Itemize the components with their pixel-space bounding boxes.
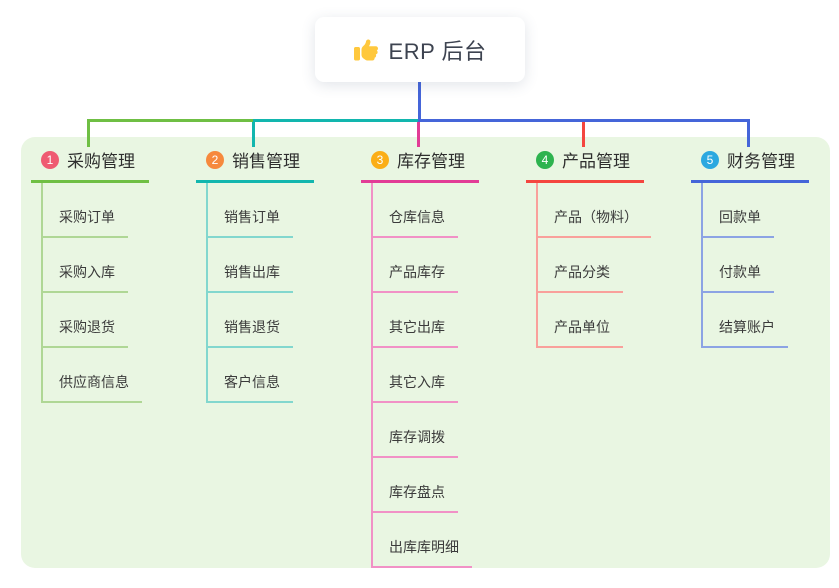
branch-title[interactable]: 2 销售管理 <box>196 147 314 183</box>
child-node[interactable]: 出库库明细 <box>373 513 472 568</box>
connector-line <box>418 82 421 121</box>
thumbs-up-icon <box>353 38 378 62</box>
branch-label: 产品管理 <box>562 152 630 171</box>
child-node[interactable]: 其它入库 <box>373 348 458 403</box>
child-node[interactable]: 结算账户 <box>703 293 788 348</box>
child-node[interactable]: 产品单位 <box>538 293 623 348</box>
connector-line <box>87 119 90 147</box>
connector-line <box>747 119 750 147</box>
branch-label: 采购管理 <box>67 152 135 171</box>
branch-children: 产品（物料）产品分类产品单位 <box>536 183 651 348</box>
branch-children: 采购订单采购入库采购退货供应商信息 <box>41 183 149 403</box>
branch-label: 库存管理 <box>397 152 465 171</box>
child-node[interactable]: 库存调拨 <box>373 403 458 458</box>
connector-line <box>252 119 255 147</box>
child-node[interactable]: 产品分类 <box>538 238 623 293</box>
child-node[interactable]: 其它出库 <box>373 293 458 348</box>
child-node[interactable]: 产品（物料） <box>538 183 651 238</box>
branch-3: 3 库存管理仓库信息产品库存其它出库其它入库库存调拨库存盘点出库库明细 <box>361 147 479 568</box>
branch-number-badge: 5 <box>701 150 719 169</box>
connector-line <box>417 119 420 147</box>
branch-children: 销售订单销售出库销售退货客户信息 <box>206 183 314 403</box>
child-node[interactable]: 付款单 <box>703 238 774 293</box>
branch-title[interactable]: 3 库存管理 <box>361 147 479 183</box>
branch-label: 财务管理 <box>727 152 795 171</box>
root-node[interactable]: ERP 后台 <box>315 17 525 82</box>
branch-1: 1 采购管理采购订单采购入库采购退货供应商信息 <box>31 147 149 403</box>
child-node[interactable]: 采购订单 <box>43 183 128 238</box>
branch-children: 回款单付款单结算账户 <box>701 183 809 348</box>
child-node[interactable]: 仓库信息 <box>373 183 458 238</box>
child-node[interactable]: 产品库存 <box>373 238 458 293</box>
child-node[interactable]: 供应商信息 <box>43 348 142 403</box>
connector-line <box>253 119 418 122</box>
child-node[interactable]: 采购入库 <box>43 238 128 293</box>
branch-number-badge: 4 <box>536 150 554 169</box>
branch-label: 销售管理 <box>232 152 300 171</box>
branch-children: 仓库信息产品库存其它出库其它入库库存调拨库存盘点出库库明细 <box>371 183 479 568</box>
child-node[interactable]: 销售出库 <box>208 238 293 293</box>
child-node[interactable]: 销售订单 <box>208 183 293 238</box>
child-node[interactable]: 销售退货 <box>208 293 293 348</box>
branch-number-badge: 1 <box>41 150 59 169</box>
branch-number-badge: 3 <box>371 150 389 169</box>
branch-title[interactable]: 4 产品管理 <box>526 147 644 183</box>
branch-title[interactable]: 5 财务管理 <box>691 147 809 183</box>
branch-4: 4 产品管理产品（物料）产品分类产品单位 <box>526 147 651 348</box>
root-title: ERP 后台 <box>388 38 487 64</box>
connector-line <box>418 119 750 122</box>
child-node[interactable]: 客户信息 <box>208 348 293 403</box>
branch-number-badge: 2 <box>206 150 224 169</box>
connector-line <box>582 119 585 147</box>
child-node[interactable]: 库存盘点 <box>373 458 458 513</box>
branches-panel <box>21 137 830 568</box>
child-node[interactable]: 回款单 <box>703 183 774 238</box>
branch-2: 2 销售管理销售订单销售出库销售退货客户信息 <box>196 147 314 403</box>
child-node[interactable]: 采购退货 <box>43 293 128 348</box>
branch-5: 5 财务管理回款单付款单结算账户 <box>691 147 809 348</box>
branch-title[interactable]: 1 采购管理 <box>31 147 149 183</box>
connector-line <box>87 119 253 122</box>
